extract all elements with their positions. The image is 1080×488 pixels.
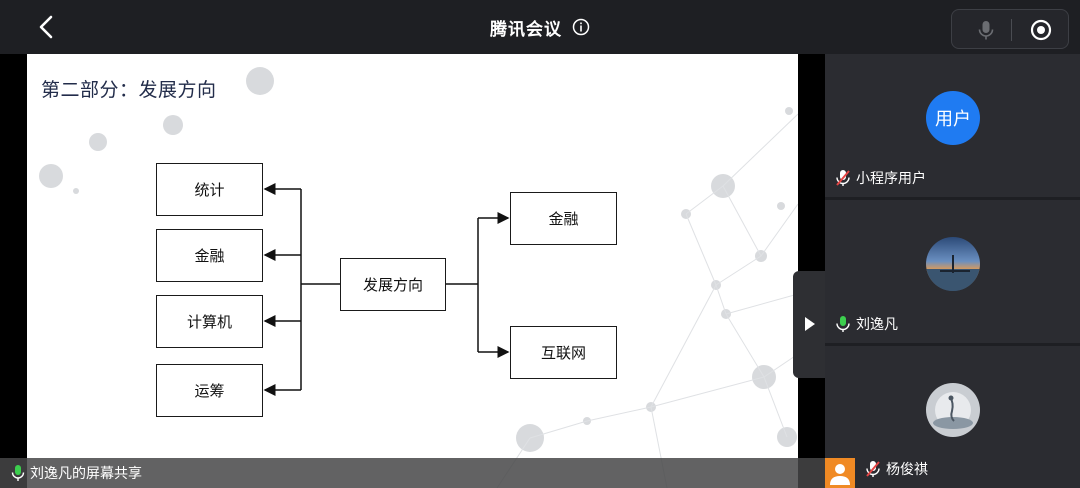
participant-name: 刘逸凡 [856, 314, 898, 334]
node-finance-left: 金融 [156, 229, 263, 282]
participant-label: 杨俊祺 [865, 459, 928, 479]
microphone-icon[interactable] [974, 18, 998, 42]
node-statistics: 统计 [156, 163, 263, 216]
microphone-muted-icon [835, 169, 851, 187]
audio-controls [951, 9, 1069, 49]
presentation-slide: 第二部分：发展方向 [27, 54, 798, 488]
node-computer: 计算机 [156, 295, 263, 348]
shared-screen: 第二部分：发展方向 [0, 54, 825, 488]
participant-tile[interactable]: 杨俊祺 [825, 346, 1080, 488]
participant-label: 刘逸凡 [835, 314, 898, 334]
chevron-left-icon [34, 12, 62, 42]
node-finance-right: 金融 [510, 192, 617, 245]
top-bar: 腾讯会议 [0, 0, 1080, 54]
screen-share-label: 刘逸凡的屏幕共享 [30, 463, 142, 483]
participant-tile[interactable]: 刘逸凡 [825, 200, 1080, 343]
avatar: 用户 [926, 91, 980, 145]
meeting-title: 腾讯会议 [490, 15, 562, 40]
chevron-right-icon [805, 317, 815, 331]
info-icon[interactable] [572, 18, 590, 36]
participant-label: 小程序用户 [835, 168, 926, 188]
expand-panel-button[interactable] [793, 271, 825, 378]
microphone-muted-icon [865, 460, 881, 478]
microphone-active-icon [835, 315, 851, 333]
record-icon[interactable] [1029, 18, 1053, 42]
host-icon [825, 458, 855, 488]
node-development-direction: 发展方向 [340, 258, 446, 311]
avatar [926, 383, 980, 437]
screen-share-caption: 刘逸凡的屏幕共享 [0, 458, 825, 488]
microphone-active-icon [11, 464, 25, 482]
back-button[interactable] [34, 12, 62, 42]
node-internet: 互联网 [510, 326, 617, 379]
participant-tile[interactable]: 用户 小程序用户 [825, 54, 1080, 197]
controls-divider [1011, 19, 1012, 41]
avatar [926, 237, 980, 291]
participant-name: 杨俊祺 [886, 459, 928, 479]
participant-name: 小程序用户 [856, 168, 926, 188]
node-operations-research: 运筹 [156, 364, 263, 417]
participants-panel: 用户 小程序用户 [825, 54, 1080, 488]
